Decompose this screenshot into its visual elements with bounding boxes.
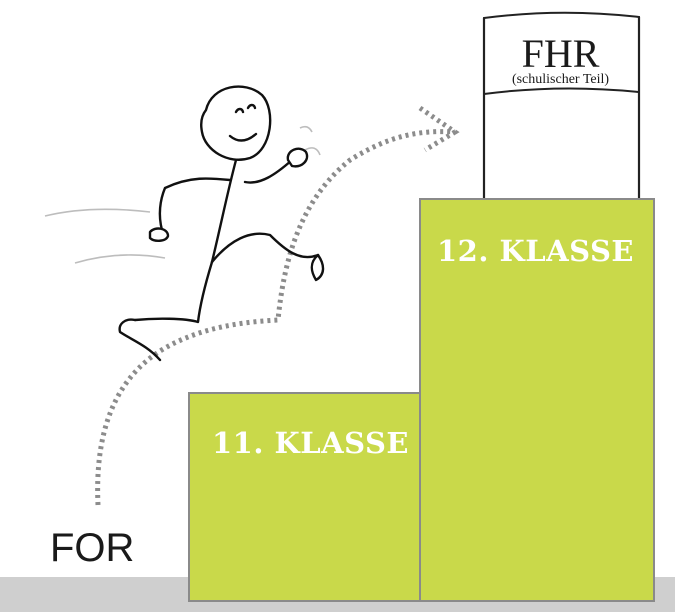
step-12-block: 12. KLASSE <box>419 198 655 602</box>
step-12-label: 12. KLASSE <box>437 234 634 268</box>
goal-title: FHR <box>487 30 634 77</box>
arrow-head-icon <box>420 108 455 150</box>
step-11-label: 11. KLASSE <box>212 426 409 460</box>
running-stick-figure-icon <box>120 87 323 360</box>
step-11-block: 11. KLASSE <box>188 392 422 602</box>
goal-subtitle: (schulischer Teil) <box>487 72 634 88</box>
start-label: FOR <box>50 526 134 571</box>
